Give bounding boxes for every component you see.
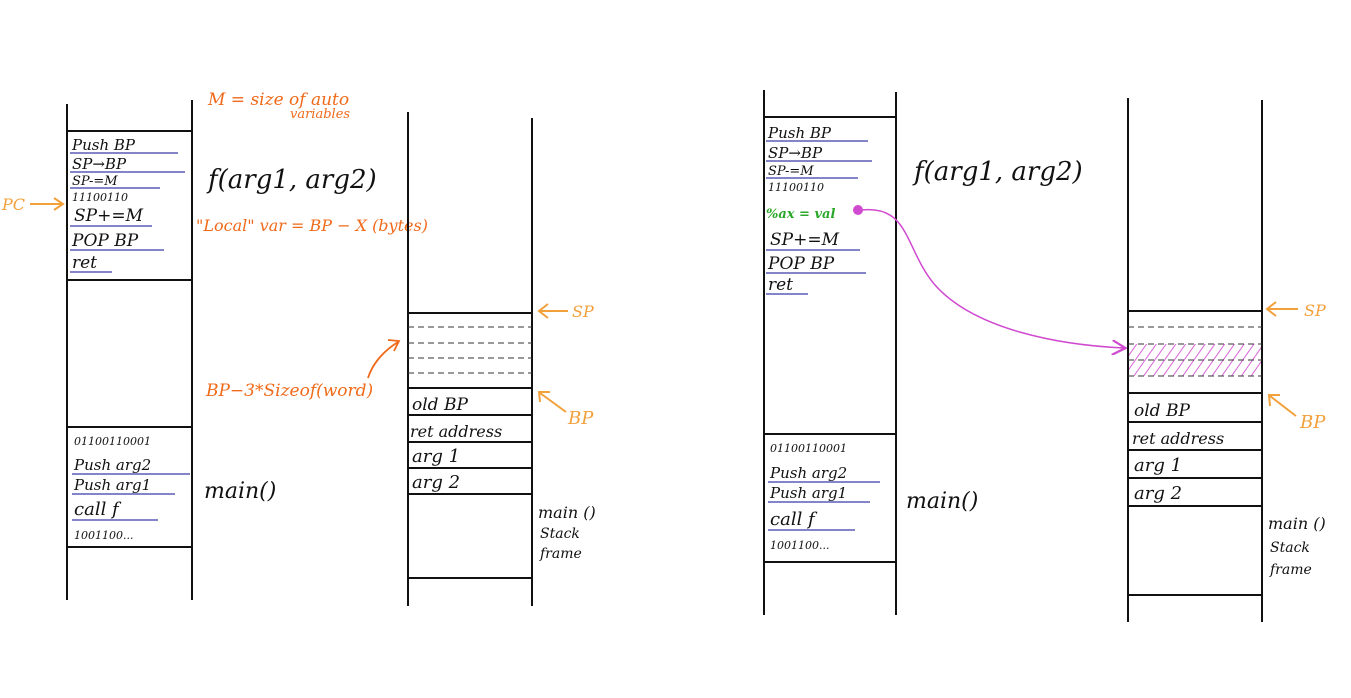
stack-cell-arg2: arg 2: [1134, 483, 1182, 504]
left-stack-locals: [408, 326, 532, 374]
code-line: ret: [72, 253, 97, 273]
code-line: Push BP: [767, 124, 832, 142]
left-main-code: 01100110001 Push arg2 Push arg1 call f 1…: [72, 435, 190, 542]
left-sp-pointer: SP: [537, 302, 594, 321]
bp-offset-arrow: [367, 339, 401, 379]
left-stack-column: [407, 112, 533, 606]
frame-label-line: frame: [539, 546, 582, 562]
main-label: main(): [906, 489, 978, 514]
right-code-column: [763, 90, 897, 615]
code-line: SP+=M: [770, 230, 840, 250]
code-line: 01100110001: [74, 435, 151, 448]
left-pc-pointer: PC: [1, 195, 65, 214]
stack-cell-old-bp: old BP: [412, 395, 468, 415]
stack-cell-arg2: arg 2: [412, 472, 460, 493]
code-line: SP+=M: [74, 206, 144, 226]
code-line: POP BP: [767, 254, 835, 274]
function-label: f(arg1, arg2): [912, 157, 1083, 187]
code-line: POP BP: [71, 231, 139, 251]
sp-label: SP: [572, 302, 594, 321]
frame-label-line: Stack: [1270, 540, 1310, 556]
bp-label: BP: [567, 408, 594, 429]
function-label: f(arg1, arg2): [206, 165, 377, 195]
code-line: Push BP: [71, 136, 136, 154]
code-line: SP→BP: [768, 144, 823, 162]
left-code-column: [66, 100, 193, 600]
frame-label-line: Stack: [540, 526, 580, 542]
code-line-register: %ax = val: [766, 207, 835, 222]
code-line: Push arg1: [73, 476, 151, 494]
bp-label: BP: [1299, 412, 1326, 433]
code-line: call f: [74, 499, 122, 520]
code-line: Push arg2: [73, 456, 151, 474]
annotation-m-size-cont: variables: [290, 107, 350, 122]
right-sp-pointer: SP: [1265, 301, 1326, 320]
stack-cell-ret-address: ret address: [410, 422, 502, 441]
frame-label-line: main (): [538, 503, 596, 522]
right-f-code: Push BP SP→BP SP-=M 11100110 %ax = val S…: [766, 124, 872, 295]
right-bp-pointer: BP: [1267, 394, 1326, 433]
value-source-dot: [853, 205, 863, 215]
main-label: main(): [204, 479, 276, 504]
code-line: call f: [770, 509, 818, 530]
code-line: SP-=M: [768, 164, 814, 179]
code-line: Push arg2: [769, 464, 847, 482]
value-move-arrow: [861, 209, 1124, 348]
code-line: 01100110001: [770, 442, 847, 455]
local-var-note: "Local" var = BP − X (bytes): [196, 216, 428, 235]
left-diagram: Push BP SP→BP SP-=M 11100110 SP+=M POP B…: [1, 90, 596, 606]
bp-offset-note: BP−3*Sizeof(word): [205, 381, 373, 401]
code-line: 1001100...: [770, 539, 829, 552]
stack-cell-old-bp: old BP: [1134, 401, 1190, 421]
stack-cell-arg1: arg 1: [1134, 455, 1182, 476]
annotation-m-size: M = size of auto: [207, 90, 349, 110]
sp-label: SP: [1304, 301, 1326, 320]
frame-label-line: frame: [1269, 562, 1312, 578]
code-line: ret: [768, 275, 793, 295]
stack-cell-arg1: arg 1: [412, 446, 460, 467]
stack-cell-ret-address: ret address: [1132, 429, 1224, 448]
code-line: Push arg1: [769, 484, 847, 502]
left-bp-pointer: BP: [537, 391, 594, 429]
code-line: SP→BP: [72, 155, 127, 173]
left-f-code: Push BP SP→BP SP-=M 11100110 SP+=M POP B…: [70, 136, 185, 273]
right-stack-locals: [1128, 326, 1262, 377]
right-main-code: 01100110001 Push arg2 Push arg1 call f 1…: [768, 442, 880, 552]
frame-label-line: main (): [1268, 514, 1326, 533]
code-line: 11100110: [768, 181, 824, 194]
right-diagram: Push BP SP→BP SP-=M 11100110 %ax = val S…: [763, 90, 1326, 622]
pc-label: PC: [1, 195, 25, 214]
code-line: 1001100...: [74, 529, 133, 542]
code-line: SP-=M: [72, 174, 118, 189]
code-line: 11100110: [72, 191, 128, 204]
